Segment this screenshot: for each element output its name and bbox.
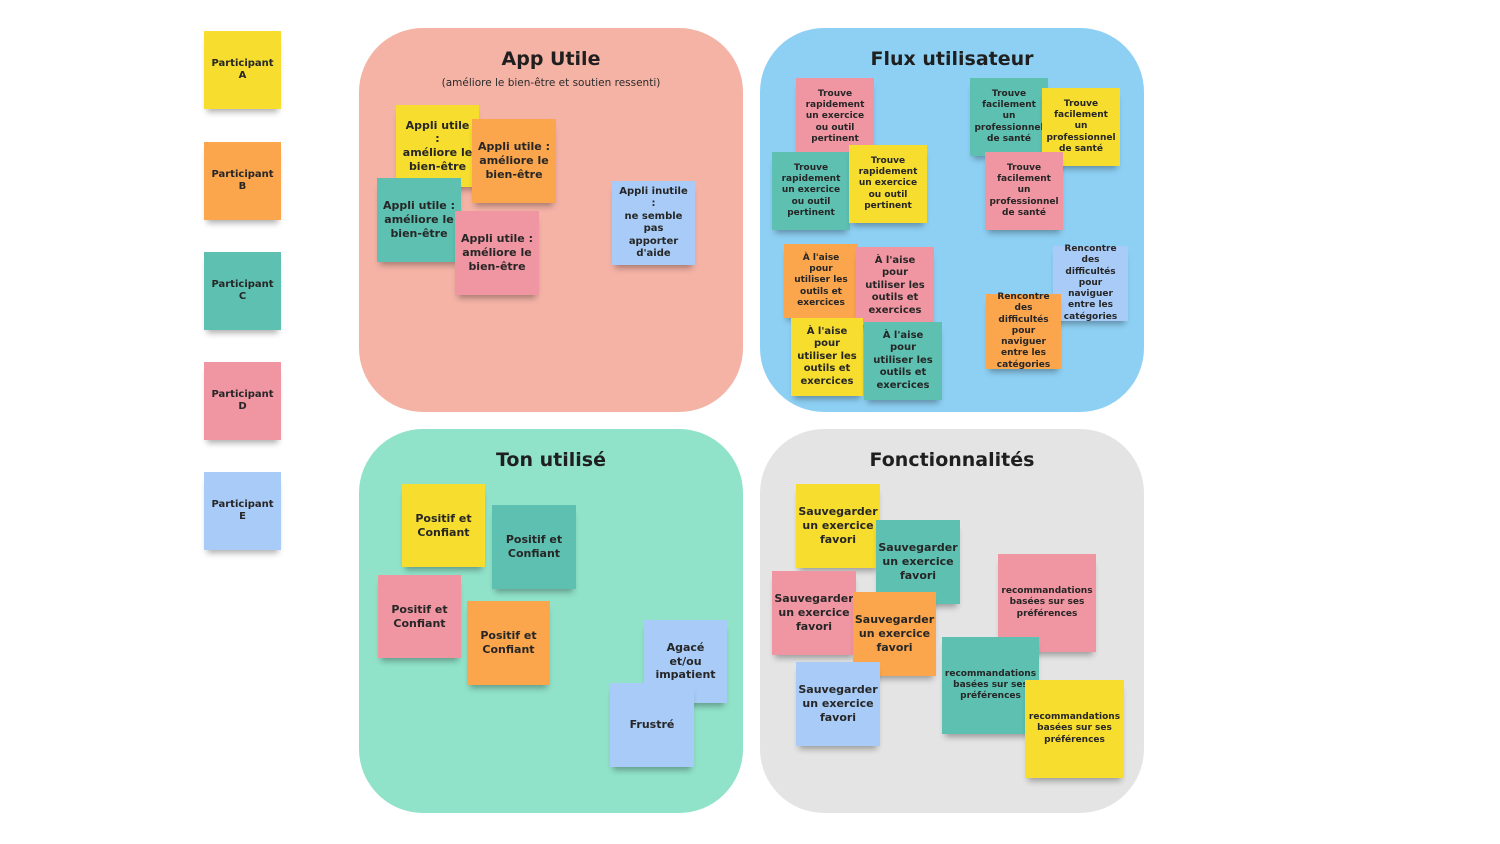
sticky-note[interactable]: Positif et Confiant bbox=[402, 484, 485, 567]
zone-title-fonctionnalites: Fonctionnalités bbox=[869, 449, 1035, 471]
sticky-note[interactable]: Appli utile : améliore le bien-être bbox=[455, 211, 539, 295]
zone-title-app-utile: App Utile bbox=[501, 48, 601, 70]
sticky-note[interactable]: Appli inutile : ne semble pas apporter d… bbox=[612, 181, 695, 265]
sticky-note[interactable]: Positif et Confiant bbox=[378, 575, 461, 658]
sticky-note[interactable]: À l'aise pour utiliser les outils et exe… bbox=[856, 247, 934, 325]
legend-participant-c[interactable]: Participant C bbox=[204, 252, 281, 330]
sticky-note[interactable]: Sauvegarder un exercice favori bbox=[853, 592, 936, 676]
zone-subtitle-app-utile: (améliore le bien-être et soutien ressen… bbox=[441, 77, 661, 89]
sticky-note[interactable]: recommandations basées sur ses préférenc… bbox=[1025, 680, 1124, 778]
legend-participant-e[interactable]: Participant E bbox=[204, 472, 281, 550]
sticky-note[interactable]: Appli utile : améliore le bien-être bbox=[472, 119, 556, 203]
sticky-note[interactable]: Sauvegarder un exercice favori bbox=[796, 662, 880, 746]
sticky-note[interactable]: Sauvegarder un exercice favori bbox=[772, 571, 856, 655]
sticky-note[interactable]: À l'aise pour utiliser les outils et exe… bbox=[864, 322, 942, 400]
sticky-note[interactable]: recommandations basées sur ses préférenc… bbox=[942, 637, 1039, 734]
sticky-note[interactable]: Positif et Confiant bbox=[467, 601, 550, 685]
legend-participant-b[interactable]: Participant B bbox=[204, 142, 281, 220]
legend-participant-d[interactable]: Participant D bbox=[204, 362, 281, 440]
sticky-note[interactable]: Appli utile : améliore le bien-être bbox=[396, 105, 479, 187]
sticky-note[interactable]: Positif et Confiant bbox=[492, 505, 576, 589]
sticky-note[interactable]: recommandations basées sur ses préférenc… bbox=[998, 554, 1096, 652]
sticky-note[interactable]: Appli utile : améliore le bien-être bbox=[377, 178, 461, 262]
sticky-note[interactable]: Trouve rapidement un exercice ou outil p… bbox=[849, 145, 927, 223]
sticky-note[interactable]: Trouve rapidement un exercice ou outil p… bbox=[796, 78, 874, 156]
sticky-note[interactable]: Trouve rapidement un exercice ou outil p… bbox=[772, 152, 850, 230]
sticky-note[interactable]: Trouve facilement un professionnel de sa… bbox=[970, 78, 1048, 156]
sticky-note[interactable]: Trouve facilement un professionnel de sa… bbox=[1042, 88, 1120, 166]
sticky-note[interactable]: Sauvegarder un exercice favori bbox=[796, 484, 880, 568]
sticky-note[interactable]: À l'aise pour utiliser les outils et exe… bbox=[784, 244, 858, 318]
sticky-note[interactable]: Frustré bbox=[610, 683, 694, 767]
sticky-note[interactable]: Rencontre des difficultés pour naviguer … bbox=[1053, 244, 1128, 322]
sticky-note[interactable]: Sauvegarder un exercice favori bbox=[876, 520, 960, 604]
zone-title-ton-utilise: Ton utilisé bbox=[496, 449, 606, 471]
sticky-note[interactable]: Trouve facilement un professionnel de sa… bbox=[985, 152, 1063, 230]
sticky-note[interactable]: Rencontre des difficultés pour naviguer … bbox=[986, 292, 1061, 370]
zone-title-flux-utilisateur: Flux utilisateur bbox=[870, 48, 1034, 70]
sticky-note[interactable]: À l'aise pour utiliser les outils et exe… bbox=[791, 318, 863, 396]
legend-participant-a[interactable]: Participant A bbox=[204, 31, 281, 109]
